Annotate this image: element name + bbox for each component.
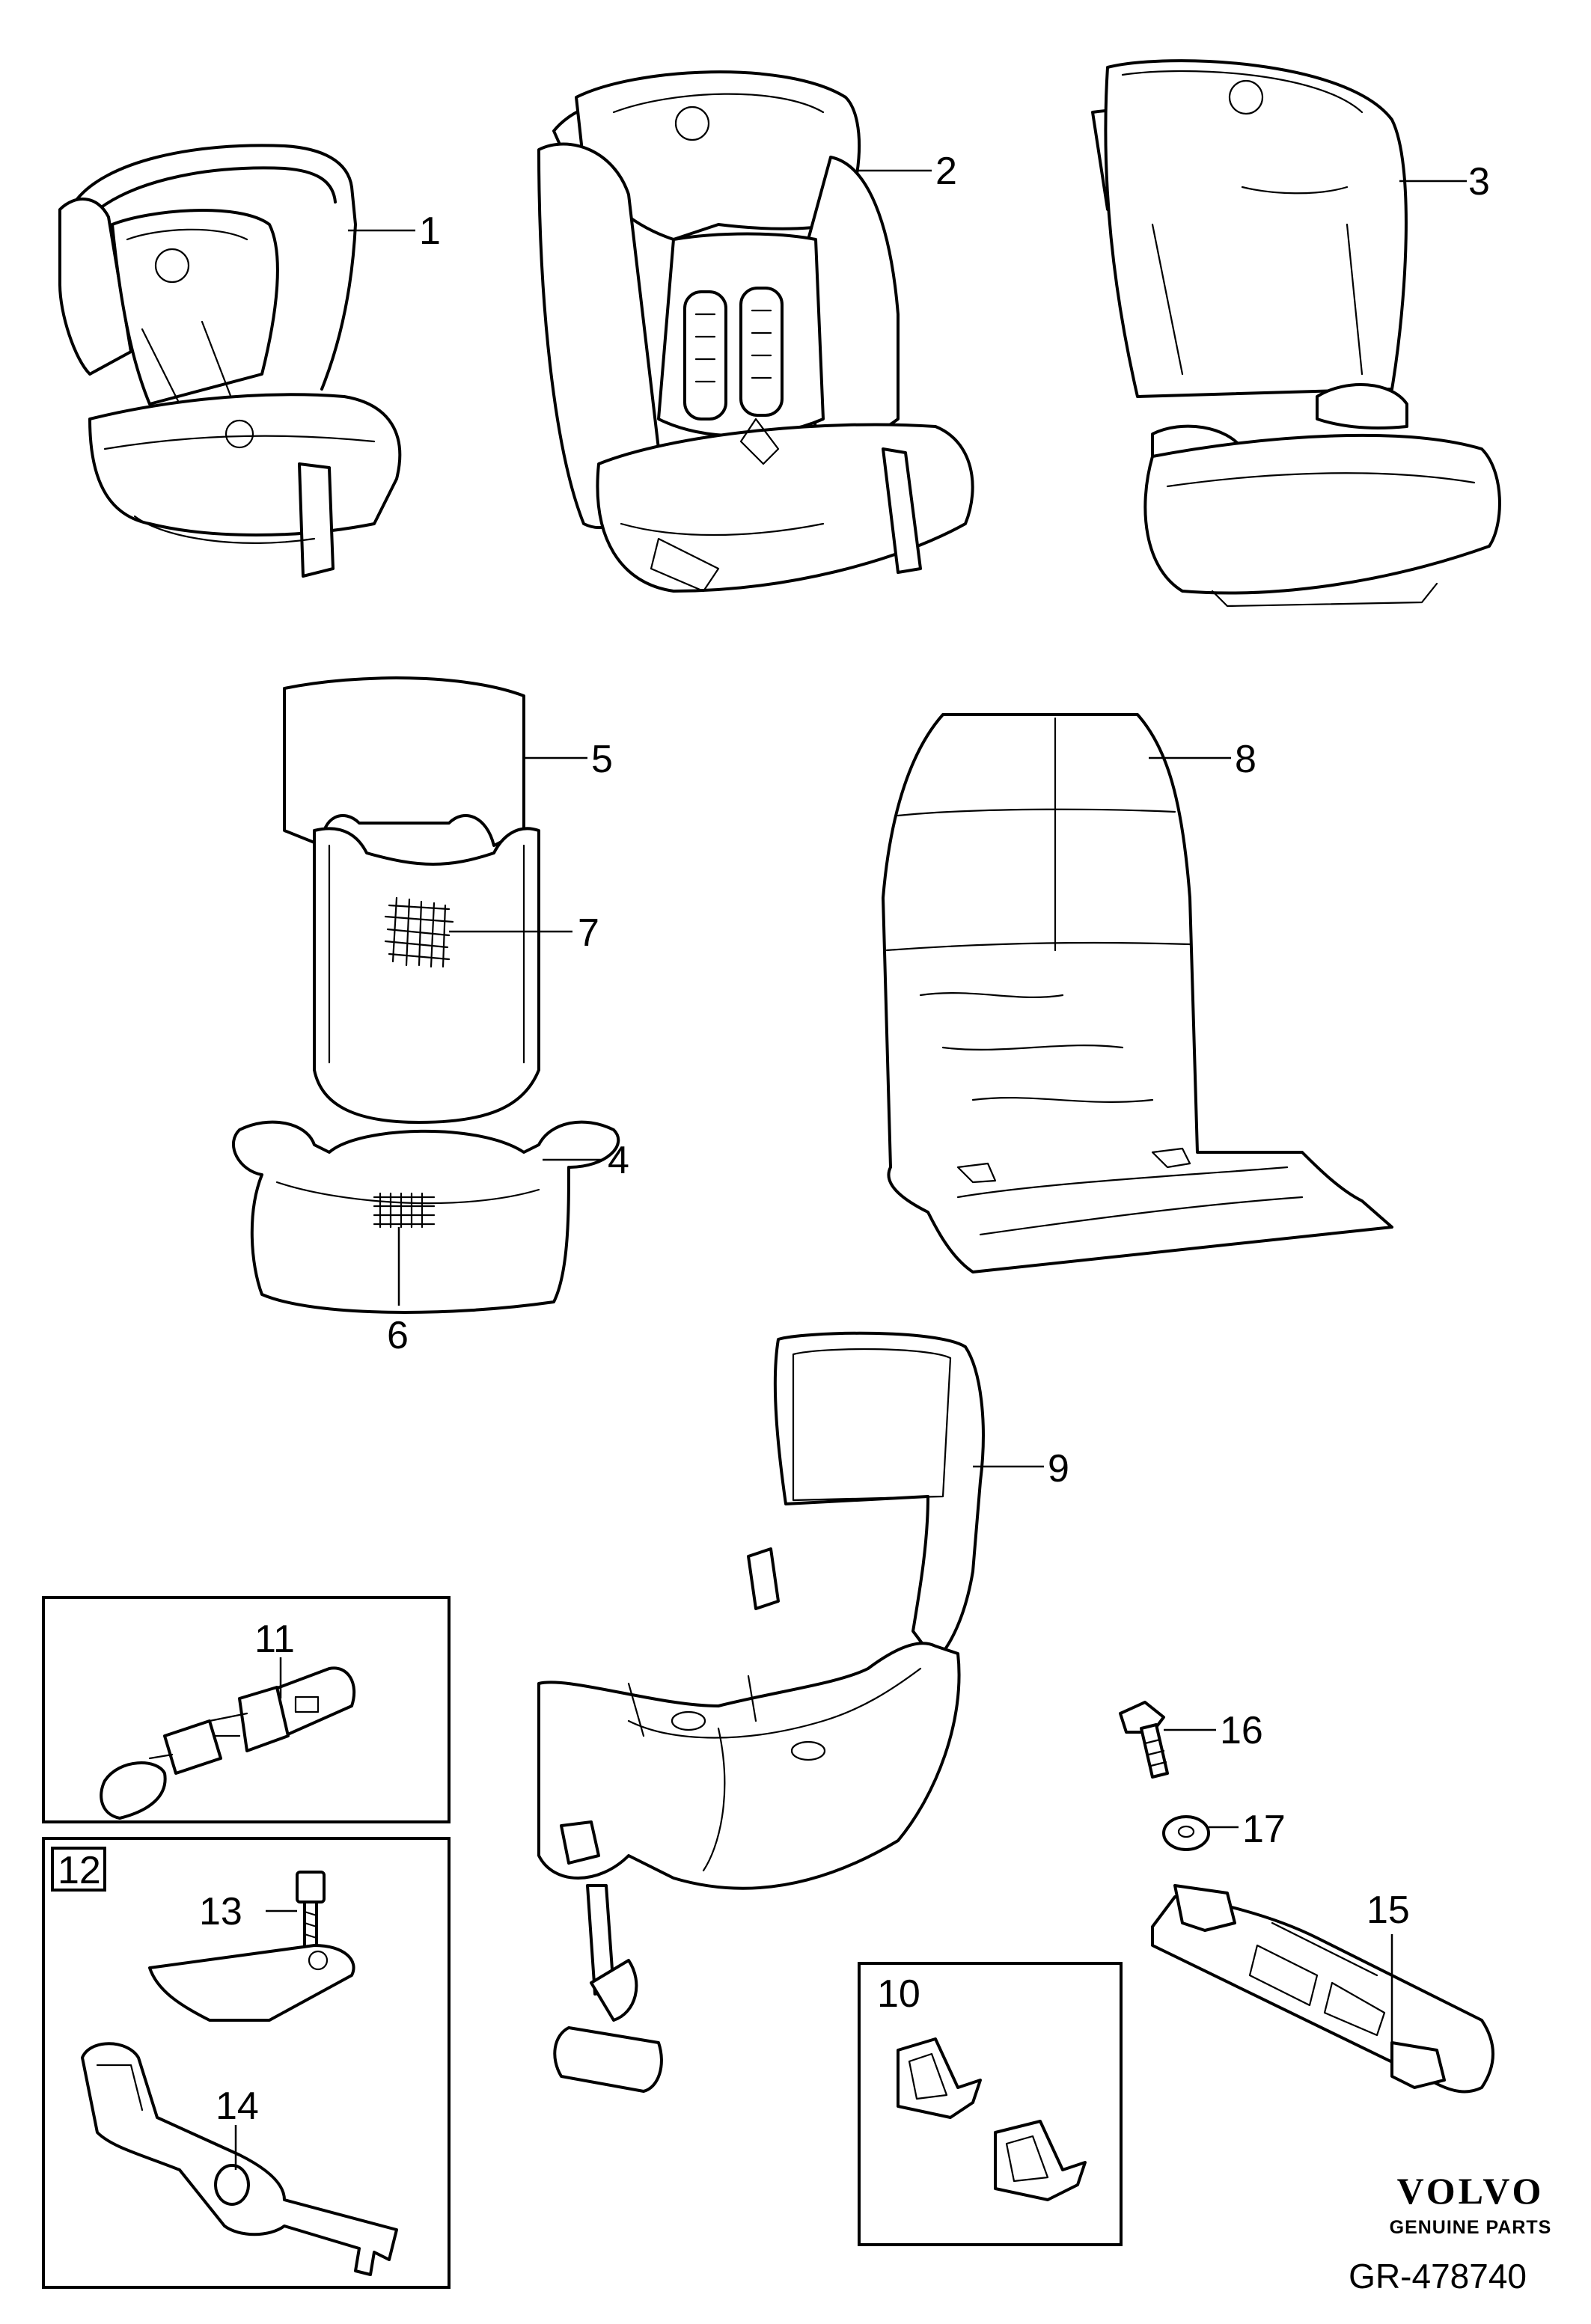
kit-box-12 (42, 1837, 451, 2289)
kit-box-10 (858, 1962, 1123, 2246)
callout-7: 7 (578, 911, 599, 955)
mounting-bracket-illustration (148, 1944, 355, 2022)
callout-9: 9 (1048, 1447, 1069, 1490)
bolt-13-illustration (296, 1871, 326, 1948)
infant-carrier-illustration (58, 144, 402, 578)
leader-lines (234, 169, 1467, 2170)
callout-12: 12 (58, 1849, 101, 1892)
kit-box-11 (42, 1596, 451, 1823)
booster-with-backrest-illustration (1091, 59, 1501, 608)
callout-17: 17 (1242, 1808, 1286, 1851)
callout-5: 5 (591, 738, 613, 781)
brand-tagline: GENUINE PARTS (1390, 2217, 1552, 2238)
callout-2: 2 (935, 150, 957, 193)
callout-1: 1 (419, 210, 441, 253)
kit-box-12-label-frame (51, 1847, 106, 1892)
seat-protector-illustration (882, 713, 1393, 1273)
callout-14: 14 (216, 2085, 259, 2128)
callout-11: 11 (254, 1618, 295, 1661)
reference-code: GR-478740 (1349, 2257, 1527, 2296)
callout-8: 8 (1235, 738, 1256, 781)
heated-pad-backrest-grid (384, 896, 454, 968)
bolt-16-illustration (1119, 1701, 1169, 1779)
booster-cushion-illustration (231, 676, 620, 1314)
convertible-seat-illustration (537, 70, 974, 593)
anchor-plate-15-illustration (1151, 1884, 1494, 2094)
brand-block: VOLVO GENUINE PARTS GR-478740 (1349, 2170, 1551, 2296)
callout-13: 13 (199, 1890, 242, 1933)
anchor-bracket-14-illustration (81, 2042, 398, 2276)
isofix-base-illustration (537, 1331, 985, 2093)
guide-clips-illustration (897, 2037, 1087, 2201)
callout-4: 4 (608, 1139, 629, 1182)
heated-pad-cushion-grid (373, 1192, 436, 1229)
callout-16: 16 (1220, 1709, 1263, 1752)
callout-15: 15 (1366, 1889, 1410, 1932)
washer-17-illustration (1162, 1815, 1210, 1851)
callout-6: 6 (387, 1314, 409, 1357)
callout-10: 10 (877, 1972, 920, 2016)
callout-labels: 1 2 3 4 5 6 7 8 9 10 11 12 13 14 15 16 1… (58, 150, 1490, 2128)
callout-3: 3 (1468, 160, 1490, 204)
brand-name: VOLVO (1397, 2170, 1545, 2212)
strap-buckle-illustration (100, 1666, 356, 1820)
